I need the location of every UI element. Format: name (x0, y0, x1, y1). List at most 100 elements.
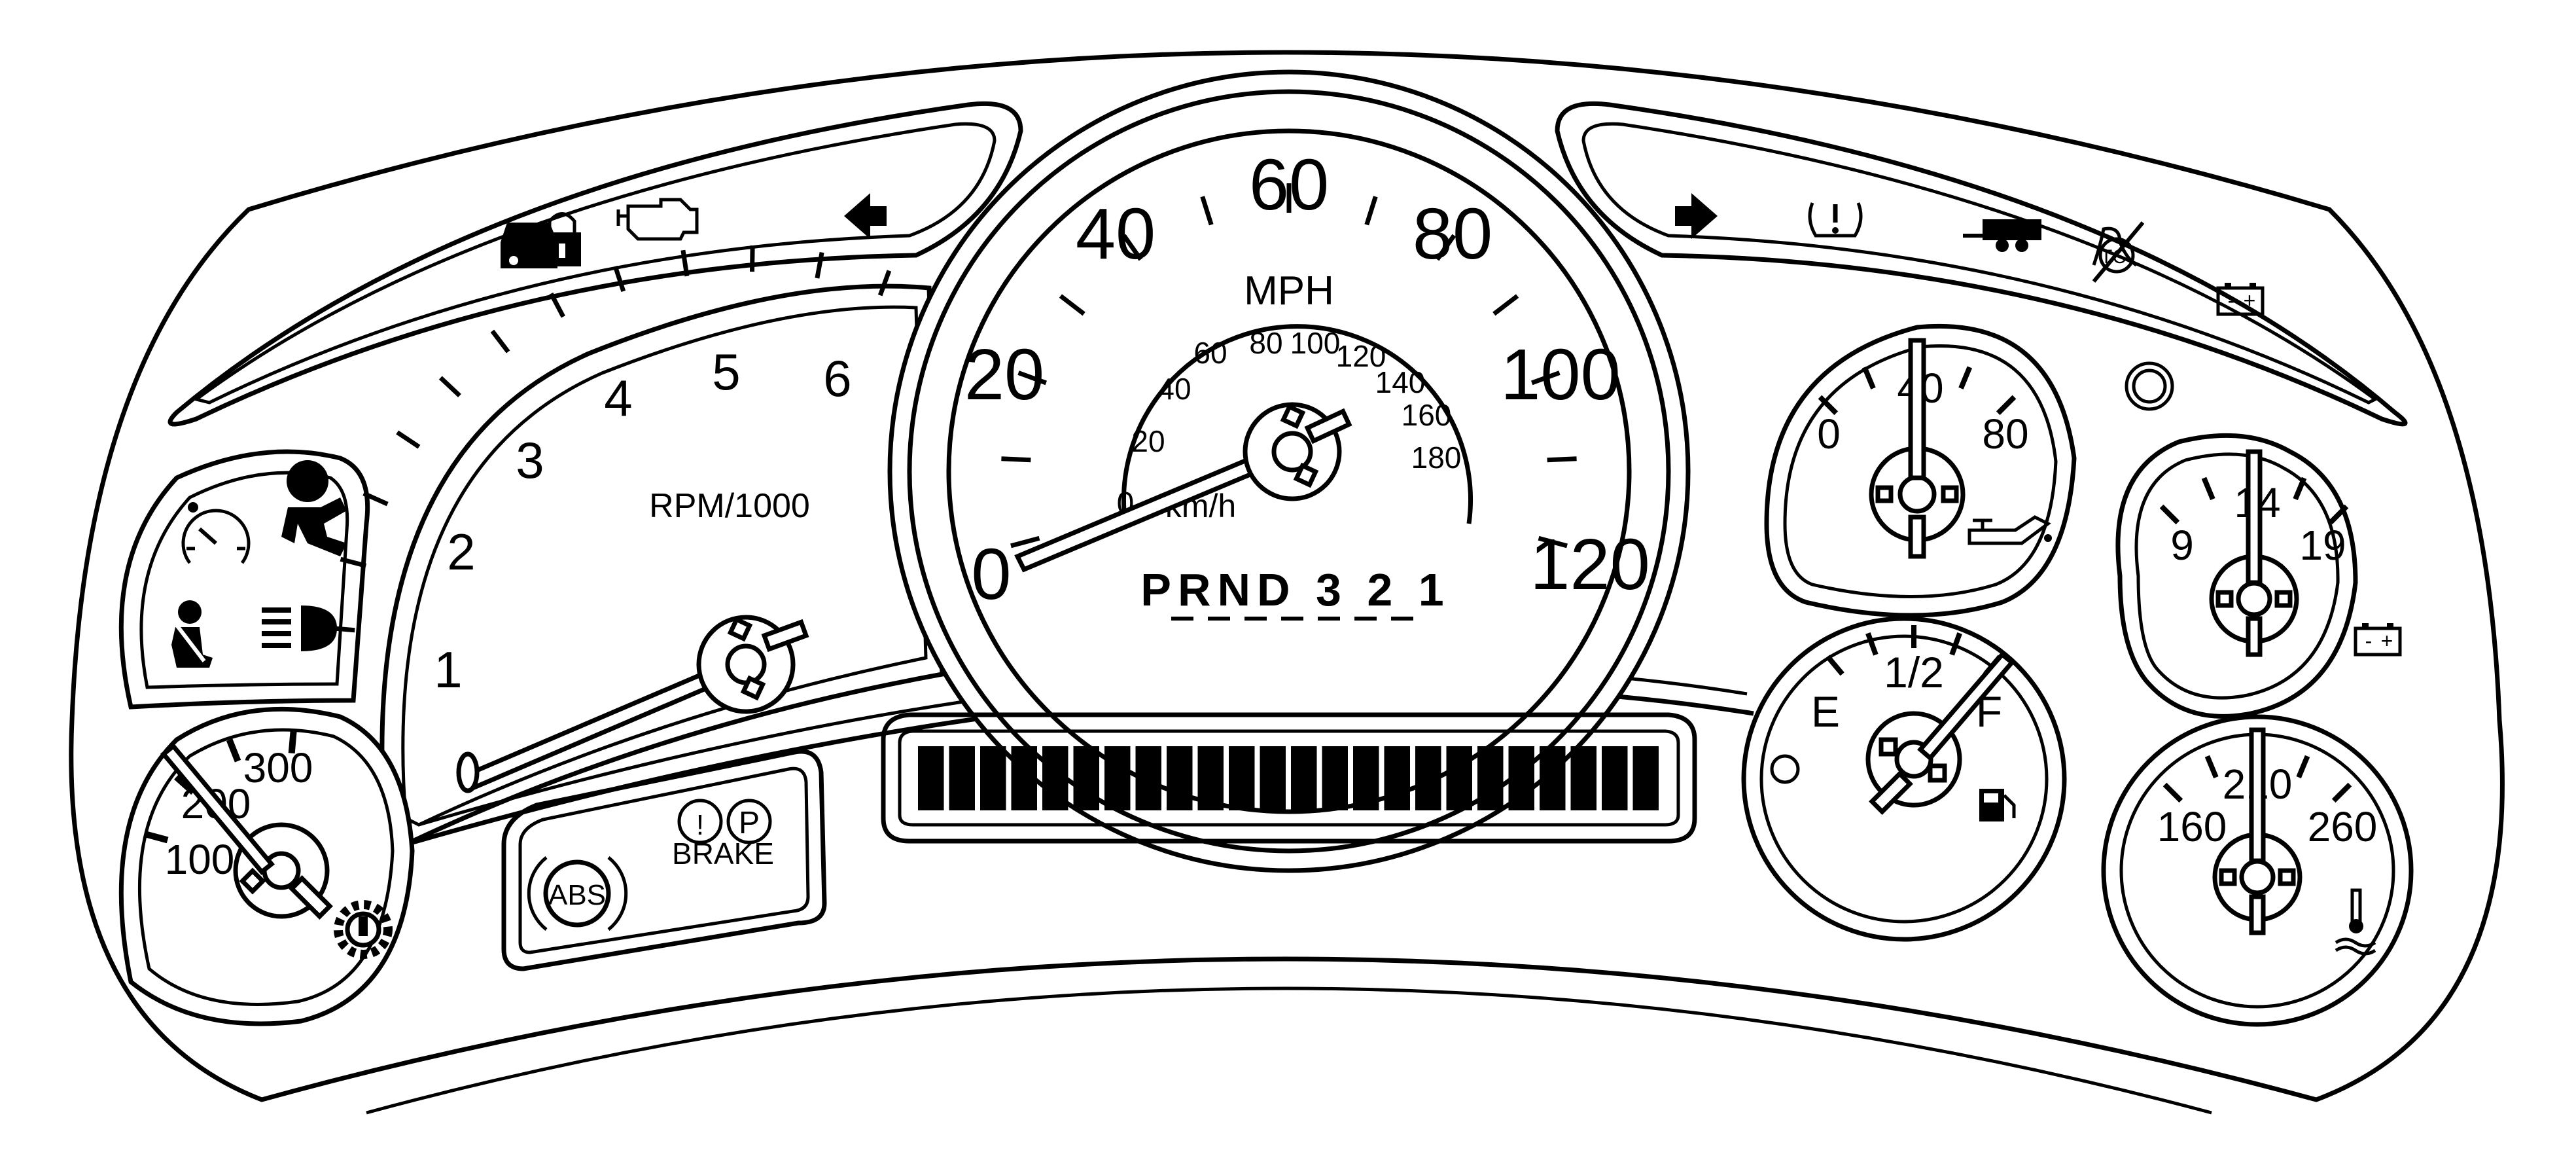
oil-label-80: 80 (1982, 410, 2028, 458)
kmh-label-160: 160 (1402, 398, 1452, 432)
brake-abs-panel: ABS ! P BRAKE (501, 749, 827, 971)
trans-temp-tick-3 (288, 730, 297, 754)
tach-label-1: 1 (434, 641, 462, 698)
speedo-tick-12 (1538, 535, 1568, 549)
display-segment-12 (1291, 746, 1317, 810)
abs-warning-icon: ABS (527, 856, 628, 931)
fuel-door-indicator (1770, 754, 1800, 784)
brake-warning-icon: ! P BRAKE (672, 799, 774, 871)
display-segment-5 (1073, 746, 1099, 810)
trans-temp-needle (160, 743, 333, 920)
tach-tick-3 (396, 430, 421, 449)
fuel-tick-0 (1826, 655, 1844, 676)
volt-tick-3 (2293, 477, 2307, 501)
display-segment-9 (1197, 746, 1224, 810)
display-segment-13 (1322, 746, 1348, 810)
speedo-tick-3 (1059, 294, 1085, 316)
fuel-needle (1865, 651, 2016, 815)
display-segment-14 (1353, 746, 1379, 810)
mph-label-40: 40 (1076, 194, 1156, 274)
display-segment-2 (980, 746, 1006, 810)
airbag-icon (281, 460, 347, 556)
kmh-label-40: 40 (1157, 372, 1191, 406)
volt-tick-4 (2328, 504, 2349, 525)
check-engine-icon (616, 198, 699, 241)
display-segment-10 (1229, 746, 1255, 810)
brake-label: BRAKE (672, 837, 774, 871)
tach-label-5: 5 (712, 343, 740, 401)
service-light-indicator (2125, 361, 2174, 411)
display-segment-18 (1477, 746, 1504, 810)
speedo-tick-8 (1435, 234, 1456, 261)
kmh-label-120: 120 (1336, 339, 1386, 373)
kmh-label-140: 140 (1375, 365, 1426, 399)
coolant-temp-gauge: 160 210 260 (2101, 714, 2414, 1027)
mph-label-80: 80 (1413, 194, 1492, 274)
tach-tick-5 (490, 329, 510, 353)
kmh-label-100: 100 (1290, 326, 1341, 360)
display-segment-8 (1167, 746, 1193, 810)
fuel-pump-icon (1979, 789, 2016, 821)
volt-label-9: 9 (2170, 522, 2194, 569)
display-segment-11 (1260, 746, 1286, 810)
speedo-tick-9 (1492, 294, 1519, 316)
tach-tick-11 (877, 270, 892, 297)
speedometer: MPH 0 20 40 60 80 100 120 0 20 40 60 80 … (887, 69, 1691, 873)
mph-unit-label: MPH (1244, 268, 1334, 314)
security-lock-icon (501, 212, 581, 268)
coolant-temp-needle (2212, 727, 2303, 935)
volt-label-19: 19 (2299, 522, 2346, 569)
display-segment-20 (1540, 746, 1566, 810)
mph-label-100: 100 (1500, 334, 1621, 415)
mph-label-20: 20 (964, 334, 1044, 415)
cluster-outer-housing (69, 50, 2505, 1102)
high-beam-icon (262, 605, 337, 651)
volt-tick-1 (2201, 477, 2215, 501)
oil-pressure-needle (1869, 338, 1966, 559)
tach-tick-9 (750, 245, 755, 272)
abs-label: ABS (548, 879, 606, 911)
fuel-label-empty: E (1811, 687, 1840, 736)
display-segment-15 (1384, 746, 1410, 810)
display-segment-6 (1104, 746, 1131, 810)
display-segment-16 (1415, 746, 1441, 810)
battery-icon: - + (2354, 623, 2402, 657)
oil-tick-1 (1861, 366, 1876, 389)
oil-tick-3 (1958, 366, 1973, 389)
fuel-gauge: E 1/2 F (1741, 616, 2067, 942)
tach-label-2: 2 (447, 523, 475, 581)
left-indicator-pod (118, 449, 370, 710)
speedo-tick-1 (1001, 456, 1031, 463)
display-segment-0 (918, 746, 944, 810)
fuel-tick-1 (1865, 632, 1879, 656)
display-segment-3 (1011, 746, 1037, 810)
seatbelt-icon (171, 600, 213, 668)
speedo-tick-0 (1010, 535, 1040, 549)
trans-temp-label-100: 100 (165, 836, 235, 883)
speedo-tick-2 (1017, 370, 1048, 386)
mph-label-0: 0 (971, 534, 1011, 615)
mph-label-120: 120 (1530, 524, 1650, 605)
coolant-tick-3 (2296, 755, 2310, 779)
fuel-tick-3 (1949, 632, 1962, 656)
display-segment-23 (1632, 746, 1659, 810)
trailer-icon (1963, 219, 2041, 252)
traction-control-off-icon: TC (2092, 221, 2145, 283)
voltmeter-needle (2209, 449, 2299, 657)
kmh-label-80: 80 (1249, 326, 1282, 360)
oil-can-icon (1967, 515, 2052, 545)
tachometer-housing (379, 283, 945, 847)
coolant-label-260: 260 (2308, 803, 2378, 850)
tach-label-6: 6 (823, 350, 851, 407)
coolant-tick-4 (2331, 782, 2352, 803)
battery-plus: + (2381, 629, 2393, 653)
tachometer-needle (456, 615, 809, 793)
top-right-indicator-bar (1555, 101, 2408, 427)
tire-pressure-icon (1808, 202, 1863, 238)
left-turn-arrow-icon (844, 193, 887, 239)
tach-tick-4 (438, 376, 461, 397)
trans-temp-tick-2 (226, 738, 241, 763)
coolant-tick-1 (2204, 755, 2219, 779)
speedo-tick-10 (1530, 370, 1561, 386)
